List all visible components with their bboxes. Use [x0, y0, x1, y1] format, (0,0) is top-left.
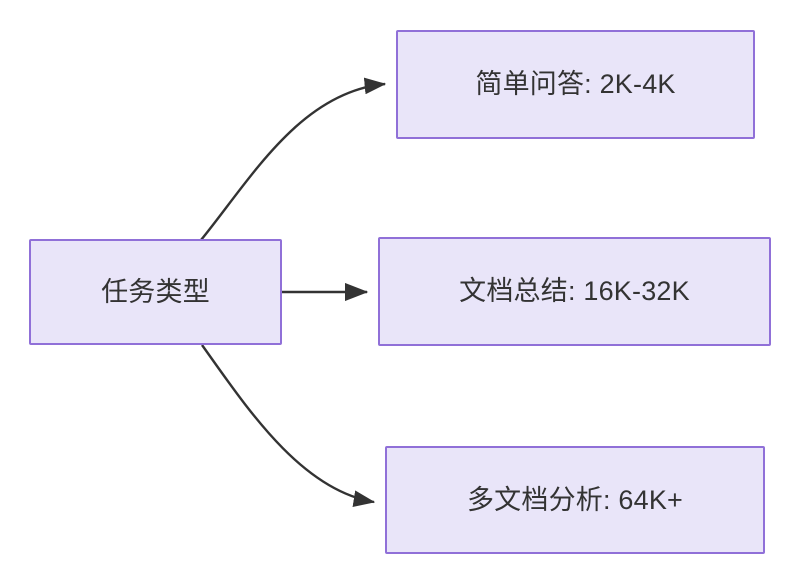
node-multi-doc[interactable]: 多文档分析: 64K+	[385, 446, 765, 554]
node-multi-doc-label: 多文档分析: 64K+	[466, 484, 683, 515]
edge-source-to-simple-qa	[200, 77, 387, 241]
node-simple-qa-label: 简单问答: 2K-4K	[475, 69, 676, 100]
node-task-type-label: 任务类型	[101, 276, 210, 307]
node-simple-qa[interactable]: 简单问答: 2K-4K	[396, 30, 755, 139]
node-doc-summary[interactable]: 文档总结: 16K-32K	[378, 237, 771, 346]
node-doc-summary-label: 文档总结: 16K-32K	[459, 276, 690, 307]
node-task-type[interactable]: 任务类型	[29, 239, 282, 345]
edge-source-to-multi-doc	[201, 344, 376, 508]
